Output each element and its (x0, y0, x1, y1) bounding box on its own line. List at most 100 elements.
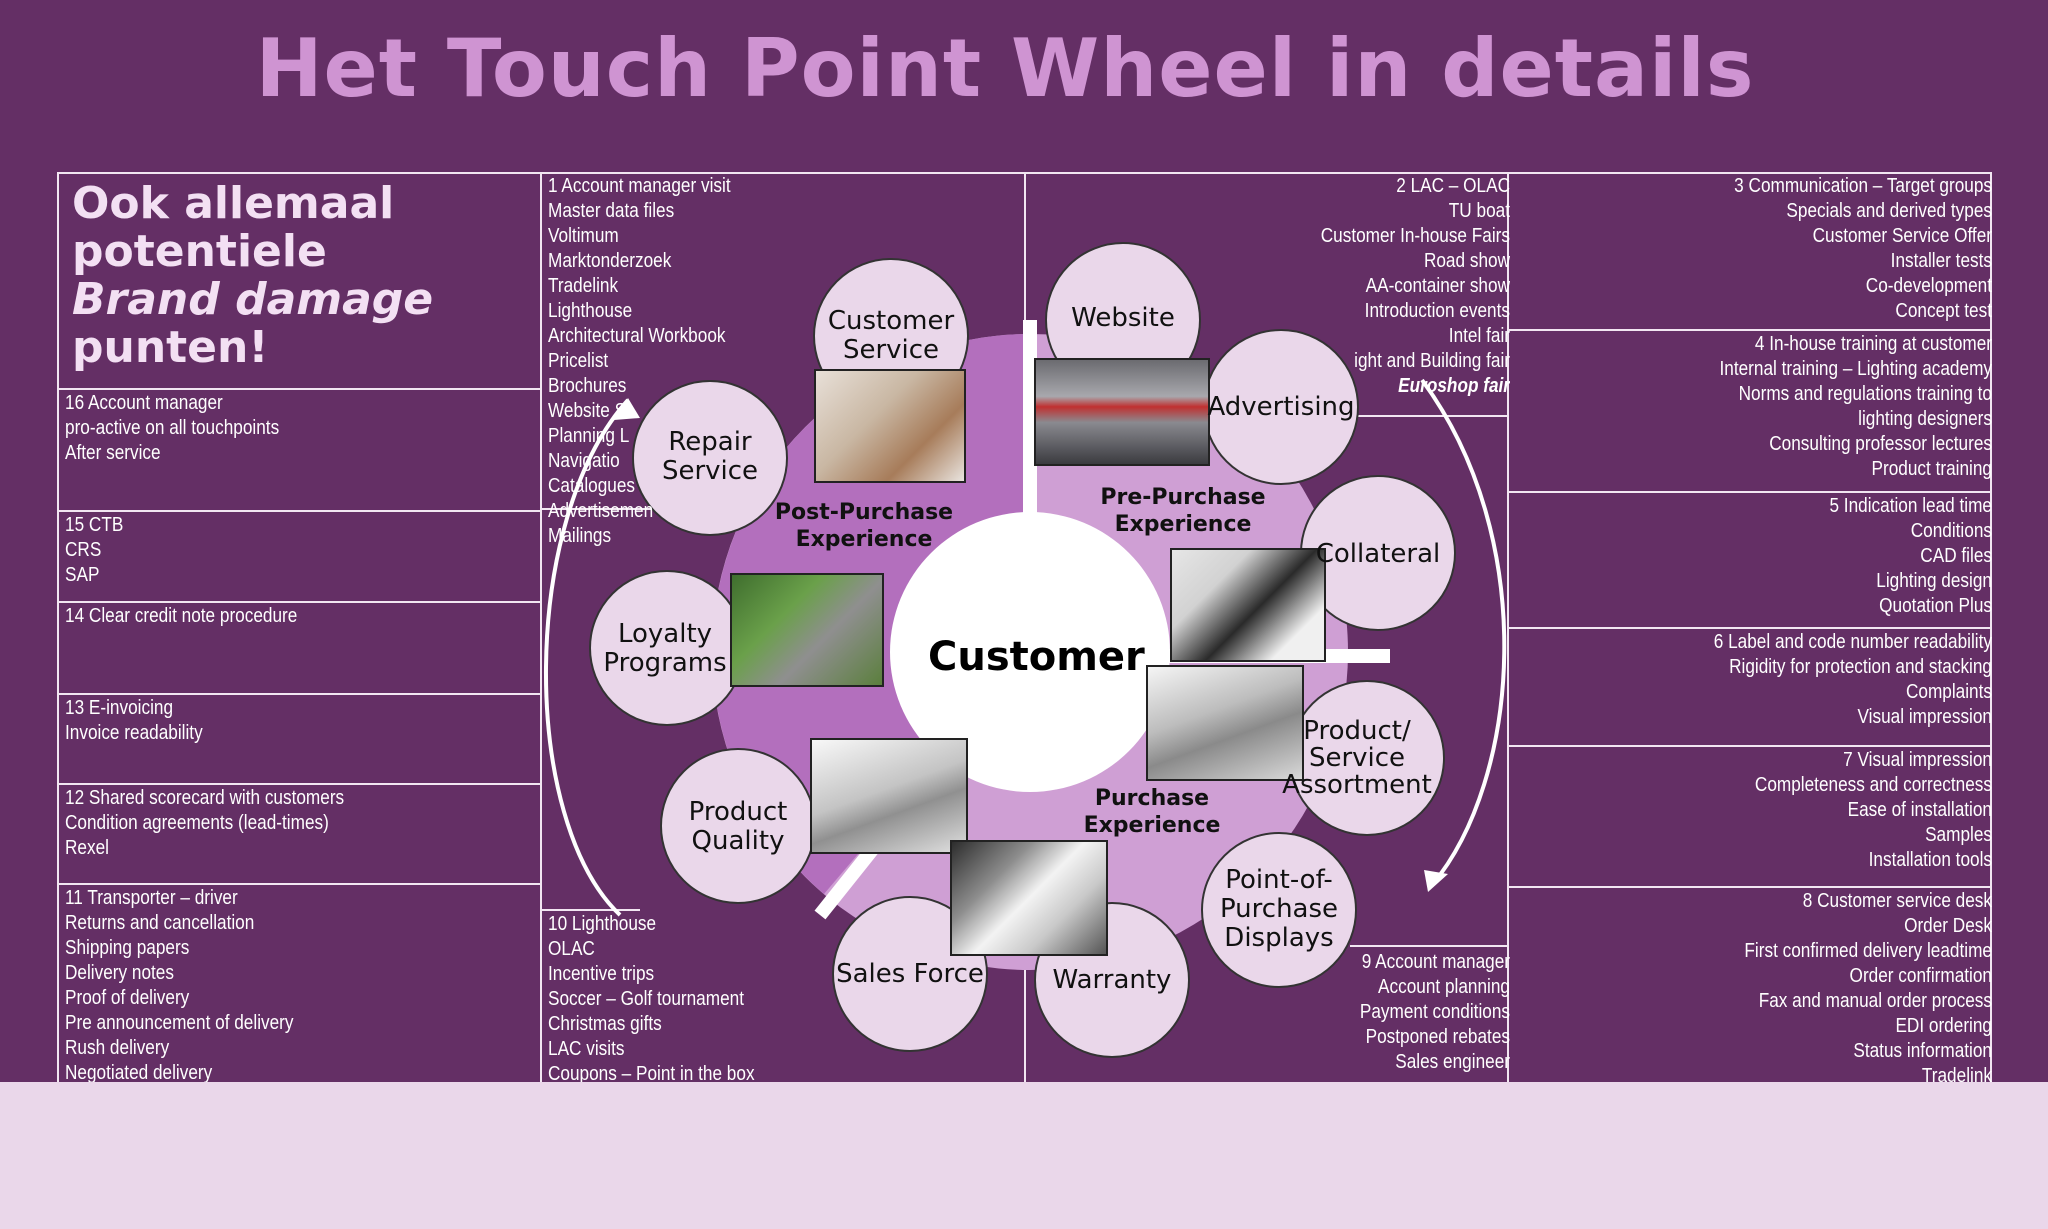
arrow-head-icon (1424, 870, 1448, 892)
touchpoint-text: Customer (827, 306, 955, 336)
touchpoint-website: Website (1043, 304, 1203, 333)
touchpoint-text: Displays (1224, 923, 1334, 953)
cell-line: First confirmed delivery leadtime (1744, 940, 1992, 962)
cell-line: 2 LAC – OLAC (1396, 175, 1510, 197)
cell-line: EDI ordering (1895, 1015, 1992, 1037)
cell-line: Returns and cancellation (65, 912, 255, 934)
cell-line: Ease of installation (1847, 799, 1992, 821)
touchpoint-repair: Repair Service (630, 428, 790, 486)
brand-damage-headline: Ook allemaal potentiele Brand damage pun… (72, 180, 542, 372)
cell-line: Delivery notes (65, 962, 174, 984)
grid-row-line (1507, 745, 1991, 747)
cell-line: 14 Clear credit note procedure (65, 605, 298, 627)
grid-row-line (1507, 627, 1991, 629)
cell-line: Visual impression (1857, 706, 1992, 728)
grid-col2-line (540, 172, 542, 1082)
cell-line: Status information (1853, 1040, 1992, 1062)
cell-line: Consulting professor lectures (1769, 433, 1992, 455)
flow-arrow-left (544, 398, 630, 917)
grid-row-line (1345, 415, 1508, 417)
cell-line: 10 Lighthouse (548, 913, 657, 935)
cell-line: Installation tools (1868, 849, 1992, 871)
phase-text: Experience (795, 527, 933, 552)
photo-exhibition-hall (1034, 358, 1210, 466)
cell-line: Architectural Workbook (548, 325, 726, 347)
cell-line: Order confirmation (1849, 965, 1992, 987)
cell-line: Catalogues (548, 475, 636, 497)
cell-line: Fax and manual order process (1758, 990, 1992, 1012)
cell-line: Pricelist (548, 350, 609, 372)
phase-pre-purchase: Pre-Purchase Experience (1083, 484, 1283, 538)
cell-line: Order Desk (1904, 915, 1992, 937)
photo-luminaire-1 (1146, 665, 1304, 781)
cell-line: Soccer – Golf tournament (548, 988, 744, 1010)
grid-row-line (57, 510, 541, 512)
cell-line: Christmas gifts (548, 1013, 662, 1035)
cell-16: 16 Account manager pro-active on all touc… (65, 391, 535, 466)
cell-line: 6 Label and code number readability (1713, 631, 1992, 653)
cell-line: LAC visits (548, 1038, 625, 1060)
phase-text: Experience (1114, 512, 1252, 537)
cell-line: Master data files (548, 200, 675, 222)
photo-delivery-truck (730, 573, 884, 687)
cell-line: 11 Transporter – driver (65, 887, 238, 909)
touchpoint-text: Advertising (1207, 392, 1355, 422)
headline-line-2: potentiele (72, 226, 327, 277)
flow-arrow-right (1420, 378, 1507, 887)
phase-text: Post-Purchase (774, 500, 954, 525)
cell-line: Planning L (548, 425, 630, 447)
cell-line: Lighthouse (548, 300, 633, 322)
touchpoint-text: Warranty (1052, 965, 1172, 995)
cell-line: ight and Building fair (1354, 350, 1510, 372)
touchpoint-text: Collateral (1315, 539, 1441, 569)
cell-line: SAP (65, 564, 100, 586)
phase-text: Experience (1083, 813, 1221, 838)
bubble-pop-displays (1201, 832, 1357, 988)
touchpoint-text: Quality (691, 826, 785, 856)
touchpoint-text: Service (661, 456, 759, 486)
cell-line: Mailings (548, 525, 612, 547)
cell-line: Lighting design (1876, 570, 1992, 592)
photo-businessman-phone (1170, 548, 1326, 662)
cell-14: 14 Clear credit note procedure (65, 604, 535, 629)
cell-line: Condition agreements (lead-times) (65, 812, 329, 834)
cell-line: Sales engineer (1395, 1051, 1510, 1073)
cell-line: Website Si (548, 400, 630, 422)
cell-line: 16 Account manager (65, 392, 223, 414)
cell-line: Voltimum (548, 225, 619, 247)
customer-core (890, 512, 1170, 792)
cell-line: Specials and derived types (1786, 200, 1992, 222)
phase-text: Pre-Purchase (1100, 485, 1266, 510)
touchpoint-text: Service (1308, 743, 1406, 773)
cell-line: Samples (1925, 824, 1992, 846)
cell-line: CAD files (1920, 545, 1992, 567)
grid-row-line (57, 693, 541, 695)
cell-line: 13 E-invoicing (65, 697, 174, 719)
cell-line: Advertisemen (548, 500, 654, 522)
cell-line: 9 Account manager (1361, 951, 1510, 973)
grid-row-line (540, 508, 670, 510)
grid-row-line (1350, 945, 1508, 947)
cell-line: Internal training – Lighting academy (1719, 358, 1992, 380)
grid-row-line (57, 601, 541, 603)
cell-line: 5 Indication lead time (1829, 495, 1992, 517)
cell-line: Quotation Plus (1879, 595, 1992, 617)
phase-post-purchase: Post-Purchase Experience (754, 499, 974, 553)
cell-line: pro-active on all touchpoints (65, 417, 280, 439)
grid-row-line (1507, 491, 1991, 493)
touchpoint-text: Website (1071, 303, 1175, 333)
touchpoint-text: Product (688, 797, 788, 827)
cell-line: Payment conditions (1359, 1001, 1510, 1023)
cell-line: Concept test (1895, 300, 1992, 322)
headline-line-3: Brand damage (72, 274, 434, 325)
cell-line: Rush delivery (65, 1037, 170, 1059)
cell-line: Product training (1871, 458, 1992, 480)
center-customer: Customer (928, 634, 1145, 680)
cell-line: After service (65, 442, 161, 464)
